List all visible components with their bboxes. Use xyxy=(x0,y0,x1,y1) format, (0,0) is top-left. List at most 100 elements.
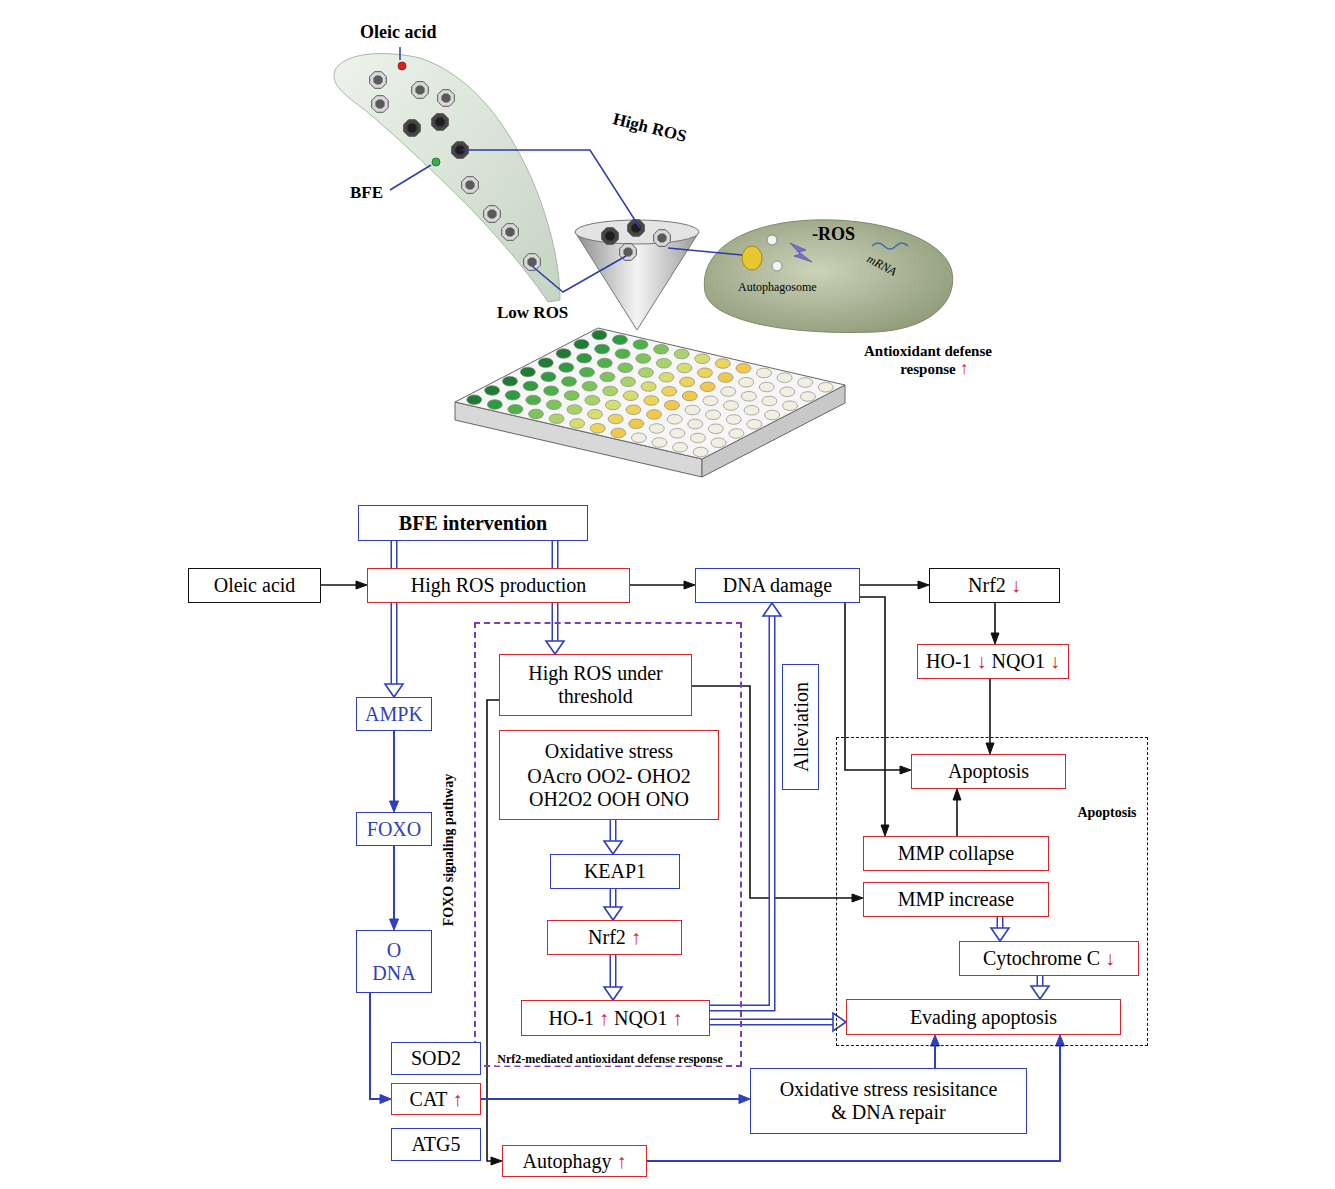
figure-shape xyxy=(487,209,496,218)
annotation-label: -ROS xyxy=(812,224,855,246)
connector-arrow xyxy=(390,731,399,812)
trend-arrow: ↑ xyxy=(960,358,969,380)
box-text: High ROS production xyxy=(411,574,587,597)
figure-shape xyxy=(697,368,712,378)
connector-line xyxy=(393,846,395,919)
figure-shape xyxy=(404,120,421,137)
connector-line xyxy=(860,597,885,825)
figure-shape xyxy=(818,382,833,392)
figure-group xyxy=(484,206,501,223)
figure-shape xyxy=(462,177,479,194)
connector-arrow xyxy=(604,889,622,920)
figure-shape xyxy=(577,353,592,363)
process-box: Apoptosis xyxy=(911,754,1066,789)
figure-shape xyxy=(657,233,666,242)
connector-arrow xyxy=(1031,976,1049,999)
figure-shape xyxy=(626,405,641,415)
figure-shape xyxy=(611,428,626,438)
connector-arrow xyxy=(630,581,695,589)
figure-shape xyxy=(502,376,517,386)
figure-shape xyxy=(690,433,705,443)
connector-line xyxy=(611,889,615,907)
process-box: HO-1↑NQO1↑ xyxy=(521,1000,710,1036)
figure-shape xyxy=(800,392,815,402)
arrow-head xyxy=(380,1095,391,1104)
box-text: O DNA xyxy=(372,939,415,985)
vesicle xyxy=(767,235,777,245)
process-box: Nrf2↓ xyxy=(929,568,1060,603)
connector-arrow xyxy=(321,581,367,589)
box-text: Oleic acid xyxy=(214,574,296,597)
figure-shape xyxy=(644,396,659,406)
figure-shape xyxy=(633,340,648,350)
box-text: FOXO xyxy=(367,818,421,841)
leader-line xyxy=(399,47,401,60)
arrow-head xyxy=(931,1035,940,1046)
figure-shape xyxy=(685,405,700,415)
figure-shape xyxy=(641,382,656,392)
process-box: Alleviation xyxy=(782,664,819,790)
box-text: ATG5 xyxy=(412,1133,461,1156)
figure-group xyxy=(438,90,455,107)
connector-line xyxy=(610,955,617,987)
figure-shape xyxy=(777,373,792,383)
box-text: MMP increase xyxy=(898,888,1014,911)
box-text: DNA damage xyxy=(723,574,832,597)
figure-shape xyxy=(372,96,389,113)
process-box: Oxidative stressOAcro OO2- OHO2 OH2O2 OO… xyxy=(499,730,719,820)
connector-arrow xyxy=(991,917,1009,941)
trend-arrow: ↓ xyxy=(977,650,987,673)
arrow-head xyxy=(604,907,622,920)
box-text: OAcro OO2- OHO2 OH2O2 OOH ONO xyxy=(522,765,697,811)
connector-arrow xyxy=(710,603,781,1008)
figure-shape xyxy=(605,400,620,410)
mrna-strand xyxy=(872,243,908,249)
figure-shape xyxy=(780,387,795,397)
connector-line xyxy=(956,800,958,836)
arrow-head xyxy=(833,1013,846,1031)
connector-arrow xyxy=(953,789,961,836)
figure-shape xyxy=(564,391,579,401)
arrow-head xyxy=(1031,986,1049,999)
box-text: KEAP1 xyxy=(584,860,646,883)
figure-group xyxy=(654,230,671,247)
connector-line xyxy=(860,584,918,586)
trend-arrow: ↑ xyxy=(672,1007,682,1030)
connector-arrow xyxy=(481,1095,750,1104)
figure-shape xyxy=(441,93,450,102)
figure-shape xyxy=(629,419,644,429)
figure-shape xyxy=(487,400,502,410)
figure-shape xyxy=(638,368,653,378)
arrow-head xyxy=(900,766,911,774)
figure-shape xyxy=(600,372,615,382)
arrow-head xyxy=(385,684,403,697)
arrow-head xyxy=(491,1157,502,1165)
well-plate xyxy=(455,328,845,477)
arrow-head xyxy=(739,1095,750,1104)
figure-shape xyxy=(708,424,723,434)
connector-line xyxy=(997,917,1004,928)
figure-shape xyxy=(726,415,741,425)
figure-shape xyxy=(527,257,536,266)
figure-group xyxy=(602,228,619,245)
process-box: BFE intervention xyxy=(358,505,588,541)
process-box: Oleic acid xyxy=(188,568,321,603)
arrow-head xyxy=(1056,1035,1065,1046)
figure-shape xyxy=(654,344,669,354)
figure-shape xyxy=(375,99,384,108)
figure-shape xyxy=(556,349,571,359)
box-text: Alleviation xyxy=(789,682,812,772)
group-box: ApoptosisApoptosisMMP collapseMMP increa… xyxy=(836,737,1148,1046)
box-text: Autophagy xyxy=(523,1150,612,1173)
figure-group xyxy=(502,224,519,241)
connector-arrow xyxy=(991,603,999,644)
figure-shape xyxy=(667,414,682,424)
box-text: MMP collapse xyxy=(898,842,1014,865)
figure-shape xyxy=(718,373,733,383)
figure-shape xyxy=(526,395,541,405)
connector-line xyxy=(610,820,617,841)
figure-shape xyxy=(528,409,543,419)
connector-line xyxy=(393,731,395,801)
connector-arrow xyxy=(931,1035,940,1068)
connector-line xyxy=(845,603,900,770)
